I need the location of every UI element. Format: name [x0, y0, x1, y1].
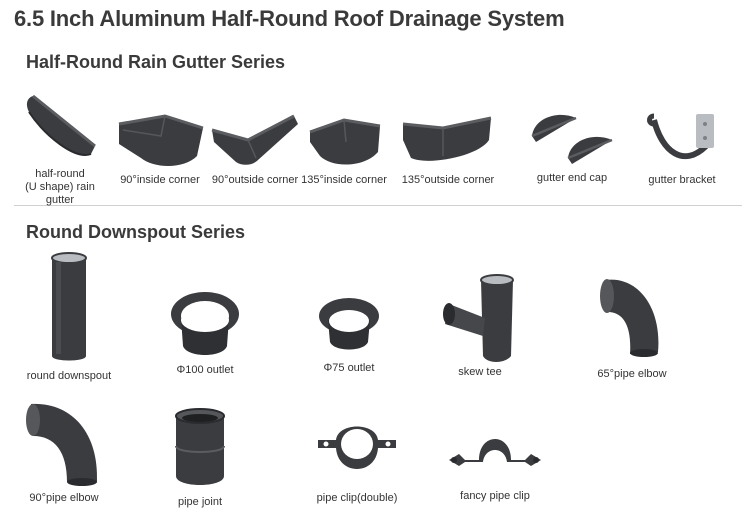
half-round-gutter-image [26, 94, 96, 156]
product-label: pipe clip(double) [316, 492, 398, 504]
skew-tee-image [443, 274, 514, 362]
product-pipe-joint: pipe joint [150, 406, 250, 509]
section-divider [14, 205, 742, 206]
product-label: 135°outside corner [401, 174, 495, 186]
product-label: 90°outside corner [211, 174, 299, 186]
product-label: fancy pipe clip [460, 490, 530, 502]
page-title: 6.5 Inch Aluminum Half-Round Roof Draina… [14, 6, 565, 31]
pipe-joint-image [175, 408, 225, 485]
135-inside-corner-image [309, 118, 381, 165]
90-pipe-elbow-image [26, 403, 98, 486]
gutter-end-cap-image [531, 114, 613, 164]
product-135-inside-corner: 135°inside corner [294, 112, 394, 187]
round-downspout-image [51, 252, 87, 361]
product-label: skew tee [458, 366, 502, 378]
product-pipe-clip-double: pipe clip(double) [300, 418, 414, 505]
pipe-clip-double-image [318, 426, 396, 469]
gutter-bracket-image [647, 113, 714, 160]
outlet-75-image [319, 298, 379, 350]
product-gutter-end-cap: gutter end cap [516, 106, 628, 185]
product-label: gutter bracket [648, 174, 716, 186]
product-90-inside-corner: 90°inside corner [110, 110, 210, 187]
65-pipe-elbow-image [600, 279, 659, 357]
product-label: 135°inside corner [301, 174, 387, 186]
product-label: 90°pipe elbow [29, 492, 99, 504]
product-90-pipe-elbow: 90°pipe elbow [14, 398, 114, 505]
135-outside-corner-image [402, 116, 492, 161]
product-label: round downspout [26, 370, 112, 382]
product-label: 65°pipe elbow [597, 368, 667, 380]
90-outside-corner-image [211, 114, 298, 165]
product-outlet-75: Φ75 outlet [294, 294, 404, 375]
product-outlet-100: Φ100 outlet [150, 288, 260, 377]
product-round-downspout: round downspout [14, 252, 124, 383]
product-label: gutter end cap [536, 172, 608, 184]
gutter-series-heading: Half-Round Rain Gutter Series [26, 52, 286, 72]
product-label: 90°inside corner [120, 174, 200, 186]
product-label: Φ100 outlet [176, 364, 234, 376]
90-inside-corner-image [118, 114, 204, 166]
product-65-pipe-elbow: 65°pipe elbow [582, 268, 682, 381]
product-gutter-bracket: gutter bracket [632, 106, 732, 187]
fancy-pipe-clip-image [449, 439, 541, 466]
product-90-outside-corner: 90°outside corner [205, 110, 305, 187]
product-half-round-gutter: half-round (U shape) rain gutter [10, 88, 110, 207]
product-label: half-round (U shape) rain gutter [25, 168, 95, 206]
product-label: Φ75 outlet [323, 362, 375, 374]
product-skew-tee: skew tee [430, 270, 530, 379]
downspout-series-heading: Round Downspout Series [26, 222, 246, 242]
product-label: pipe joint [177, 496, 223, 508]
product-fancy-pipe-clip: fancy pipe clip [440, 426, 550, 503]
outlet-100-image [171, 292, 239, 355]
product-135-outside-corner: 135°outside corner [392, 110, 504, 187]
